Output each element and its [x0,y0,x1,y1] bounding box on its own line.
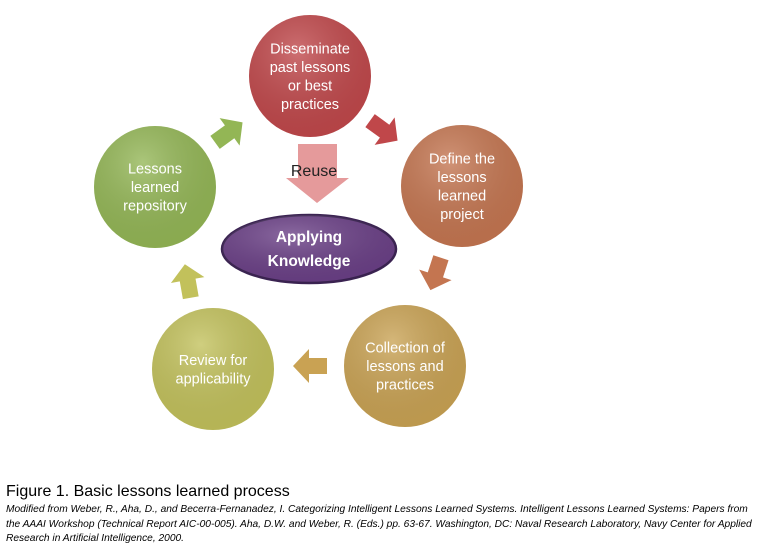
node-label-collection: practices [376,378,434,394]
node-label-repository: Lessons [128,162,182,178]
node-repository: Lessons learned repository [94,126,216,248]
node-label-review: applicability [176,371,252,387]
center-shading [222,215,396,283]
node-label-define: lessons [437,170,486,186]
node-label-repository: repository [123,199,187,215]
figure-source-citation: Modified from Weber, R., Aha, D., and Be… [6,504,752,544]
node-label-define: learned [438,188,486,204]
node-label-repository: learned [131,180,179,196]
figure-title: Figure 1. Basic lessons learned process [6,483,290,500]
node-review: Review for applicability [152,308,274,430]
cycle-arrow [170,264,205,300]
node-label-disseminate: past lessons [270,60,351,76]
node-shading [401,125,523,247]
center-label: Applying [276,229,342,246]
cycle-arrow [210,118,243,149]
cycle-arrow [293,349,327,383]
node-disseminate: Disseminate past lessons or best practices [249,15,371,137]
node-label-collection: Collection of [365,341,446,357]
center-label: Knowledge [268,253,351,270]
node-label-define: project [440,207,484,223]
reuse-label: Reuse [291,163,337,180]
lessons-learned-cycle-diagram: Reuse Disseminate past lessons or best prac… [94,15,523,430]
figure-caption: Figure 1. Basic lessons learned process … [6,482,758,547]
node-shading [344,305,466,427]
node-label-collection: lessons and [366,359,443,375]
node-define: Define the lessons learned project [401,125,523,247]
node-label-disseminate: practices [281,97,339,113]
reuse-arrow [286,144,349,203]
node-label-disseminate: or best [288,78,332,94]
cycle-arrow [365,114,398,145]
node-collection: Collection of lessons and practices [344,305,466,427]
node-shading [94,126,216,248]
node-label-define: Define the [429,151,495,167]
cycle-arrow [419,255,452,291]
node-label-review: Review for [179,353,248,369]
node-shading [249,15,371,137]
node-label-disseminate: Disseminate [270,41,350,57]
node-shading [152,308,274,430]
